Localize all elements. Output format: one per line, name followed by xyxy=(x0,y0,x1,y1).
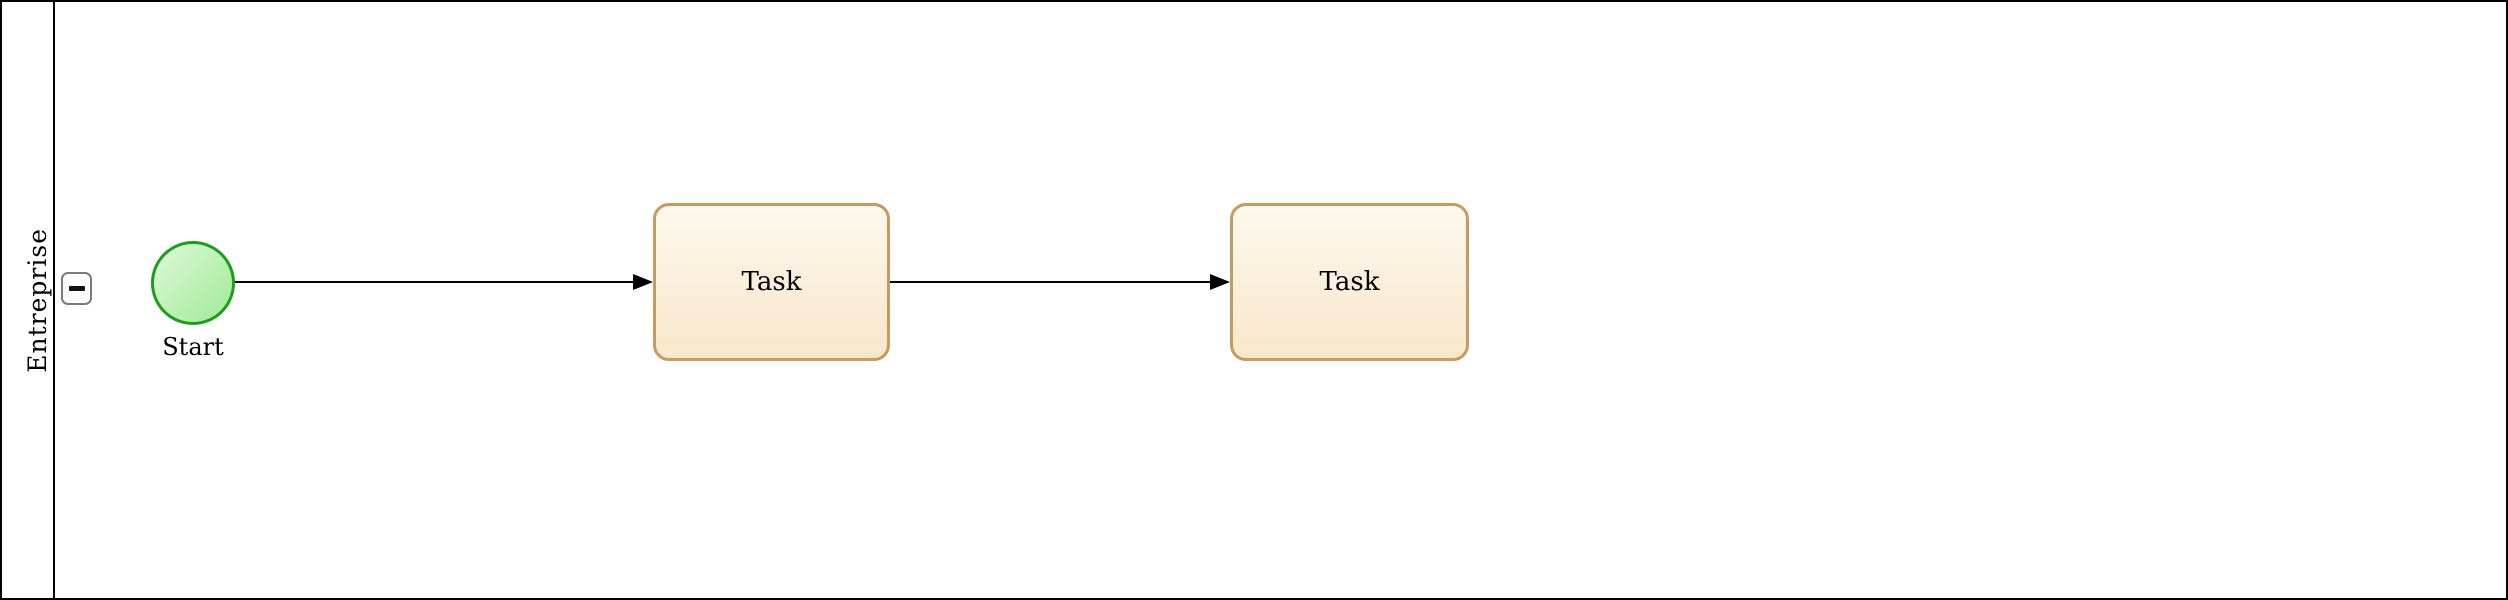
start-event-label: Start xyxy=(162,333,224,361)
pool-lane-header[interactable]: Entreprise xyxy=(2,2,53,598)
start-event-circle[interactable] xyxy=(151,241,235,325)
lane-separator-line xyxy=(53,2,55,598)
task-node-2[interactable]: Task xyxy=(1230,203,1469,361)
arrowhead-icon xyxy=(1210,274,1230,290)
task-node-1[interactable]: Task xyxy=(653,203,890,361)
task-1-label: Task xyxy=(741,267,802,297)
minus-icon xyxy=(68,286,85,291)
arrowhead-icon xyxy=(633,274,653,290)
lane-label: Entreprise xyxy=(23,227,52,373)
sequence-flow-task1-task2[interactable] xyxy=(890,281,1210,283)
task-2-label: Task xyxy=(1319,267,1380,297)
collapse-pool-button[interactable] xyxy=(61,272,92,305)
sequence-flow-start-task1[interactable] xyxy=(235,281,633,283)
